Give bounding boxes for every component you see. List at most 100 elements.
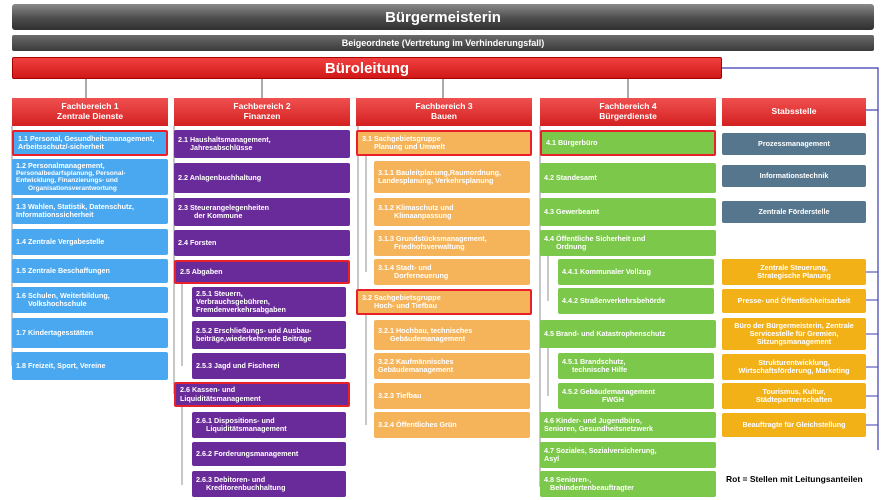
fb1-head: Fachbereich 1 Zentrale Dienste xyxy=(12,98,168,126)
fb3-item-3-2-4: 3.2.4 Öffentliches Grün xyxy=(374,412,530,438)
item-line: 4.5.2 Gebäudemanagement xyxy=(562,386,656,396)
fb4-item-4-7: 4.7 Soziales, Sozialversicherung,Asyl xyxy=(540,442,716,468)
item-line: 2.6.2 Forderungsmanagement xyxy=(196,448,299,458)
item-line: 3.2.3 Tiefbau xyxy=(378,390,422,400)
fb4-item-4-5: 4.5 Brand- und Katastrophenschutz xyxy=(540,320,716,348)
item-line: Tourismus, Kultur, xyxy=(762,386,826,396)
item-line: 2.5.3 Jagd und Fischerei xyxy=(196,360,280,370)
item-line: der Kommune xyxy=(194,211,243,220)
item-line: 1.4 Zentrale Vergabestelle xyxy=(16,236,105,246)
staff-item-it: Informationstechnik xyxy=(722,165,866,187)
fb1-item-1-6: 1.6 Schulen, Weiterbildung,Volkshochschu… xyxy=(12,287,168,313)
item-line: 2.1 Haushaltsmanagement, xyxy=(178,134,271,144)
item-line: 1.7 Kindertagesstätten xyxy=(16,327,94,337)
item-line: 1.3 Wahlen, Statistik, Datenschutz, xyxy=(16,201,134,211)
item-line: FWGH xyxy=(602,395,624,404)
item-line: 4.7 Soziales, Sozialversicherung, xyxy=(544,445,657,455)
mayor-box: Bürgermeisterin xyxy=(12,4,874,30)
fb2-head-line2: Finanzen xyxy=(243,111,281,121)
item-line: 2.3 Steuerangelegenheiten xyxy=(178,202,270,212)
item-line: Friedhofsverwaltung xyxy=(394,242,465,251)
item-line: Gebäudemanagement xyxy=(378,365,454,374)
item-line: Personalbedarfsplanung, Personal- xyxy=(16,169,126,177)
fb1-item-1-4: 1.4 Zentrale Vergabestelle xyxy=(12,229,168,255)
fb3-item-3-1-3: 3.1.3 Grundstücksmanagement,Friedhofsver… xyxy=(374,230,530,256)
fb4-item-4-1: 4.1 Bürgerbüro xyxy=(540,130,716,156)
fb4-head: Fachbereich 4 Bürgerdienste xyxy=(540,98,716,126)
item-line: 3.2.4 Öffentliches Grün xyxy=(378,419,457,429)
fb1-item-1-3: 1.3 Wahlen, Statistik, Datenschutz,Infor… xyxy=(12,198,168,224)
fb4-item-4-3: 4.3 Gewerbeamt xyxy=(540,198,716,226)
item-line: Sitzungsmanagement xyxy=(756,337,832,347)
item-line: Organisationsverantwortung xyxy=(28,184,117,192)
fb3-head-line2: Bauen xyxy=(431,111,457,121)
item-line: 4.6 Kinder- und Jugendbüro, xyxy=(544,415,642,425)
fb1-item-1-7: 1.7 Kindertagesstätten xyxy=(12,318,168,348)
fb2-item-2-2: 2.2 Anlagenbuchhaltung xyxy=(174,163,350,193)
fb2-item-2-4: 2.4 Forsten xyxy=(174,230,350,256)
office-box: Büroleitung xyxy=(12,57,722,79)
item-line: 1.6 Schulen, Weiterbildung, xyxy=(16,290,110,300)
item-line: 2.6.3 Debitoren- und xyxy=(196,474,266,484)
item-line: 4.5.1 Brandschutz, xyxy=(562,356,626,366)
fb1-item-1-8: 1.8 Freizeit, Sport, Vereine xyxy=(12,352,168,380)
fb2-head-line1: Fachbereich 2 xyxy=(233,101,291,112)
item-line: Servicestelle für Gremien, xyxy=(749,328,839,338)
item-line: Volkshochschule xyxy=(28,299,87,308)
item-line: Städtepartnerschaften xyxy=(755,395,833,404)
item-line: Gebäudemanagement xyxy=(390,334,466,343)
fb4-head-line2: Bürgerdienste xyxy=(599,111,657,121)
item-line: Dorferneuerung xyxy=(394,271,449,280)
item-line: Zentrale Steuerung, xyxy=(760,262,828,272)
staff-item-tourism: Tourismus, Kultur,Städtepartnerschaften xyxy=(722,383,866,409)
fb1-item-1-1: 1.1 Personal, Gesundheitsmanagement,Arbe… xyxy=(12,130,168,156)
fb2-item-2-6-2: 2.6.2 Forderungsmanagement xyxy=(192,442,346,466)
item-line: 3.1.2 Klimaschutz und xyxy=(378,202,454,212)
item-line: 4.2 Standesamt xyxy=(544,172,597,182)
item-line: 2.6.1 Dispositions- und xyxy=(196,415,275,425)
staff-head-line1: Stabsstelle xyxy=(771,106,817,117)
item-line: 1.2 Personalmanagement, xyxy=(16,160,105,170)
item-line: 4.4.1 Kommunaler Vollzug xyxy=(562,266,651,276)
fb4-item-4-8: 4.8 Senioren-,Behindertenbeauftragter xyxy=(540,471,716,497)
item-line: 4.8 Senioren-, xyxy=(544,474,592,484)
item-line: Presse- und Öffentlichkeitsarbeit xyxy=(737,295,851,305)
item-line: Senioren, Gesundheitsnetzwerk xyxy=(544,424,654,433)
fb2-item-2-5-1: 2.5.1 Steuern,Verbrauchsgebühren,Fremden… xyxy=(192,287,346,317)
item-line: Klimaanpassung xyxy=(394,211,452,220)
item-line: 3.2.2 Kaufmännisches xyxy=(378,356,454,366)
item-line: Liquiditätsmanagement xyxy=(206,424,287,433)
item-line: 2.4 Forsten xyxy=(178,237,217,247)
fb4-head-line1: Fachbereich 4 xyxy=(599,101,657,112)
item-line: Beauftragte für Gleichstellung xyxy=(742,419,846,429)
item-line: Kreditorenbuchhaltung xyxy=(206,483,286,492)
item-line: beiträge,wiederkehrende Beiträge xyxy=(196,334,312,343)
staff-item-equality: Beauftragte für Gleichstellung xyxy=(722,413,866,437)
item-line: Prozessmanagement xyxy=(758,138,830,148)
item-line: Ordnung xyxy=(556,242,587,251)
item-line: 3.1.3 Grundstücksmanagement, xyxy=(378,233,487,243)
item-line: 3.2.1 Hochbau, technisches xyxy=(378,325,473,335)
item-line: 1.5 Zentrale Beschaffungen xyxy=(16,265,110,275)
item-line: 2.5.2 Erschließungs- und Ausbau- xyxy=(196,325,312,335)
fb2-item-2-5: 2.5 Abgaben xyxy=(174,260,350,284)
item-line: 4.1 Bürgerbüro xyxy=(546,137,598,147)
item-line: Arbeitsschutz/-sicherheit xyxy=(18,142,104,151)
item-line: 2.5 Abgaben xyxy=(180,266,223,276)
item-line: 2.6 Kassen- und xyxy=(180,385,236,395)
fb4-item-4-2: 4.2 Standesamt xyxy=(540,163,716,193)
fb3-head: Fachbereich 3 Bauen xyxy=(356,98,532,126)
item-line: Informationstechnik xyxy=(759,170,829,180)
item-line: 4.5 Brand- und Katastrophenschutz xyxy=(544,328,666,338)
staff-head: Stabsstelle xyxy=(722,98,866,126)
